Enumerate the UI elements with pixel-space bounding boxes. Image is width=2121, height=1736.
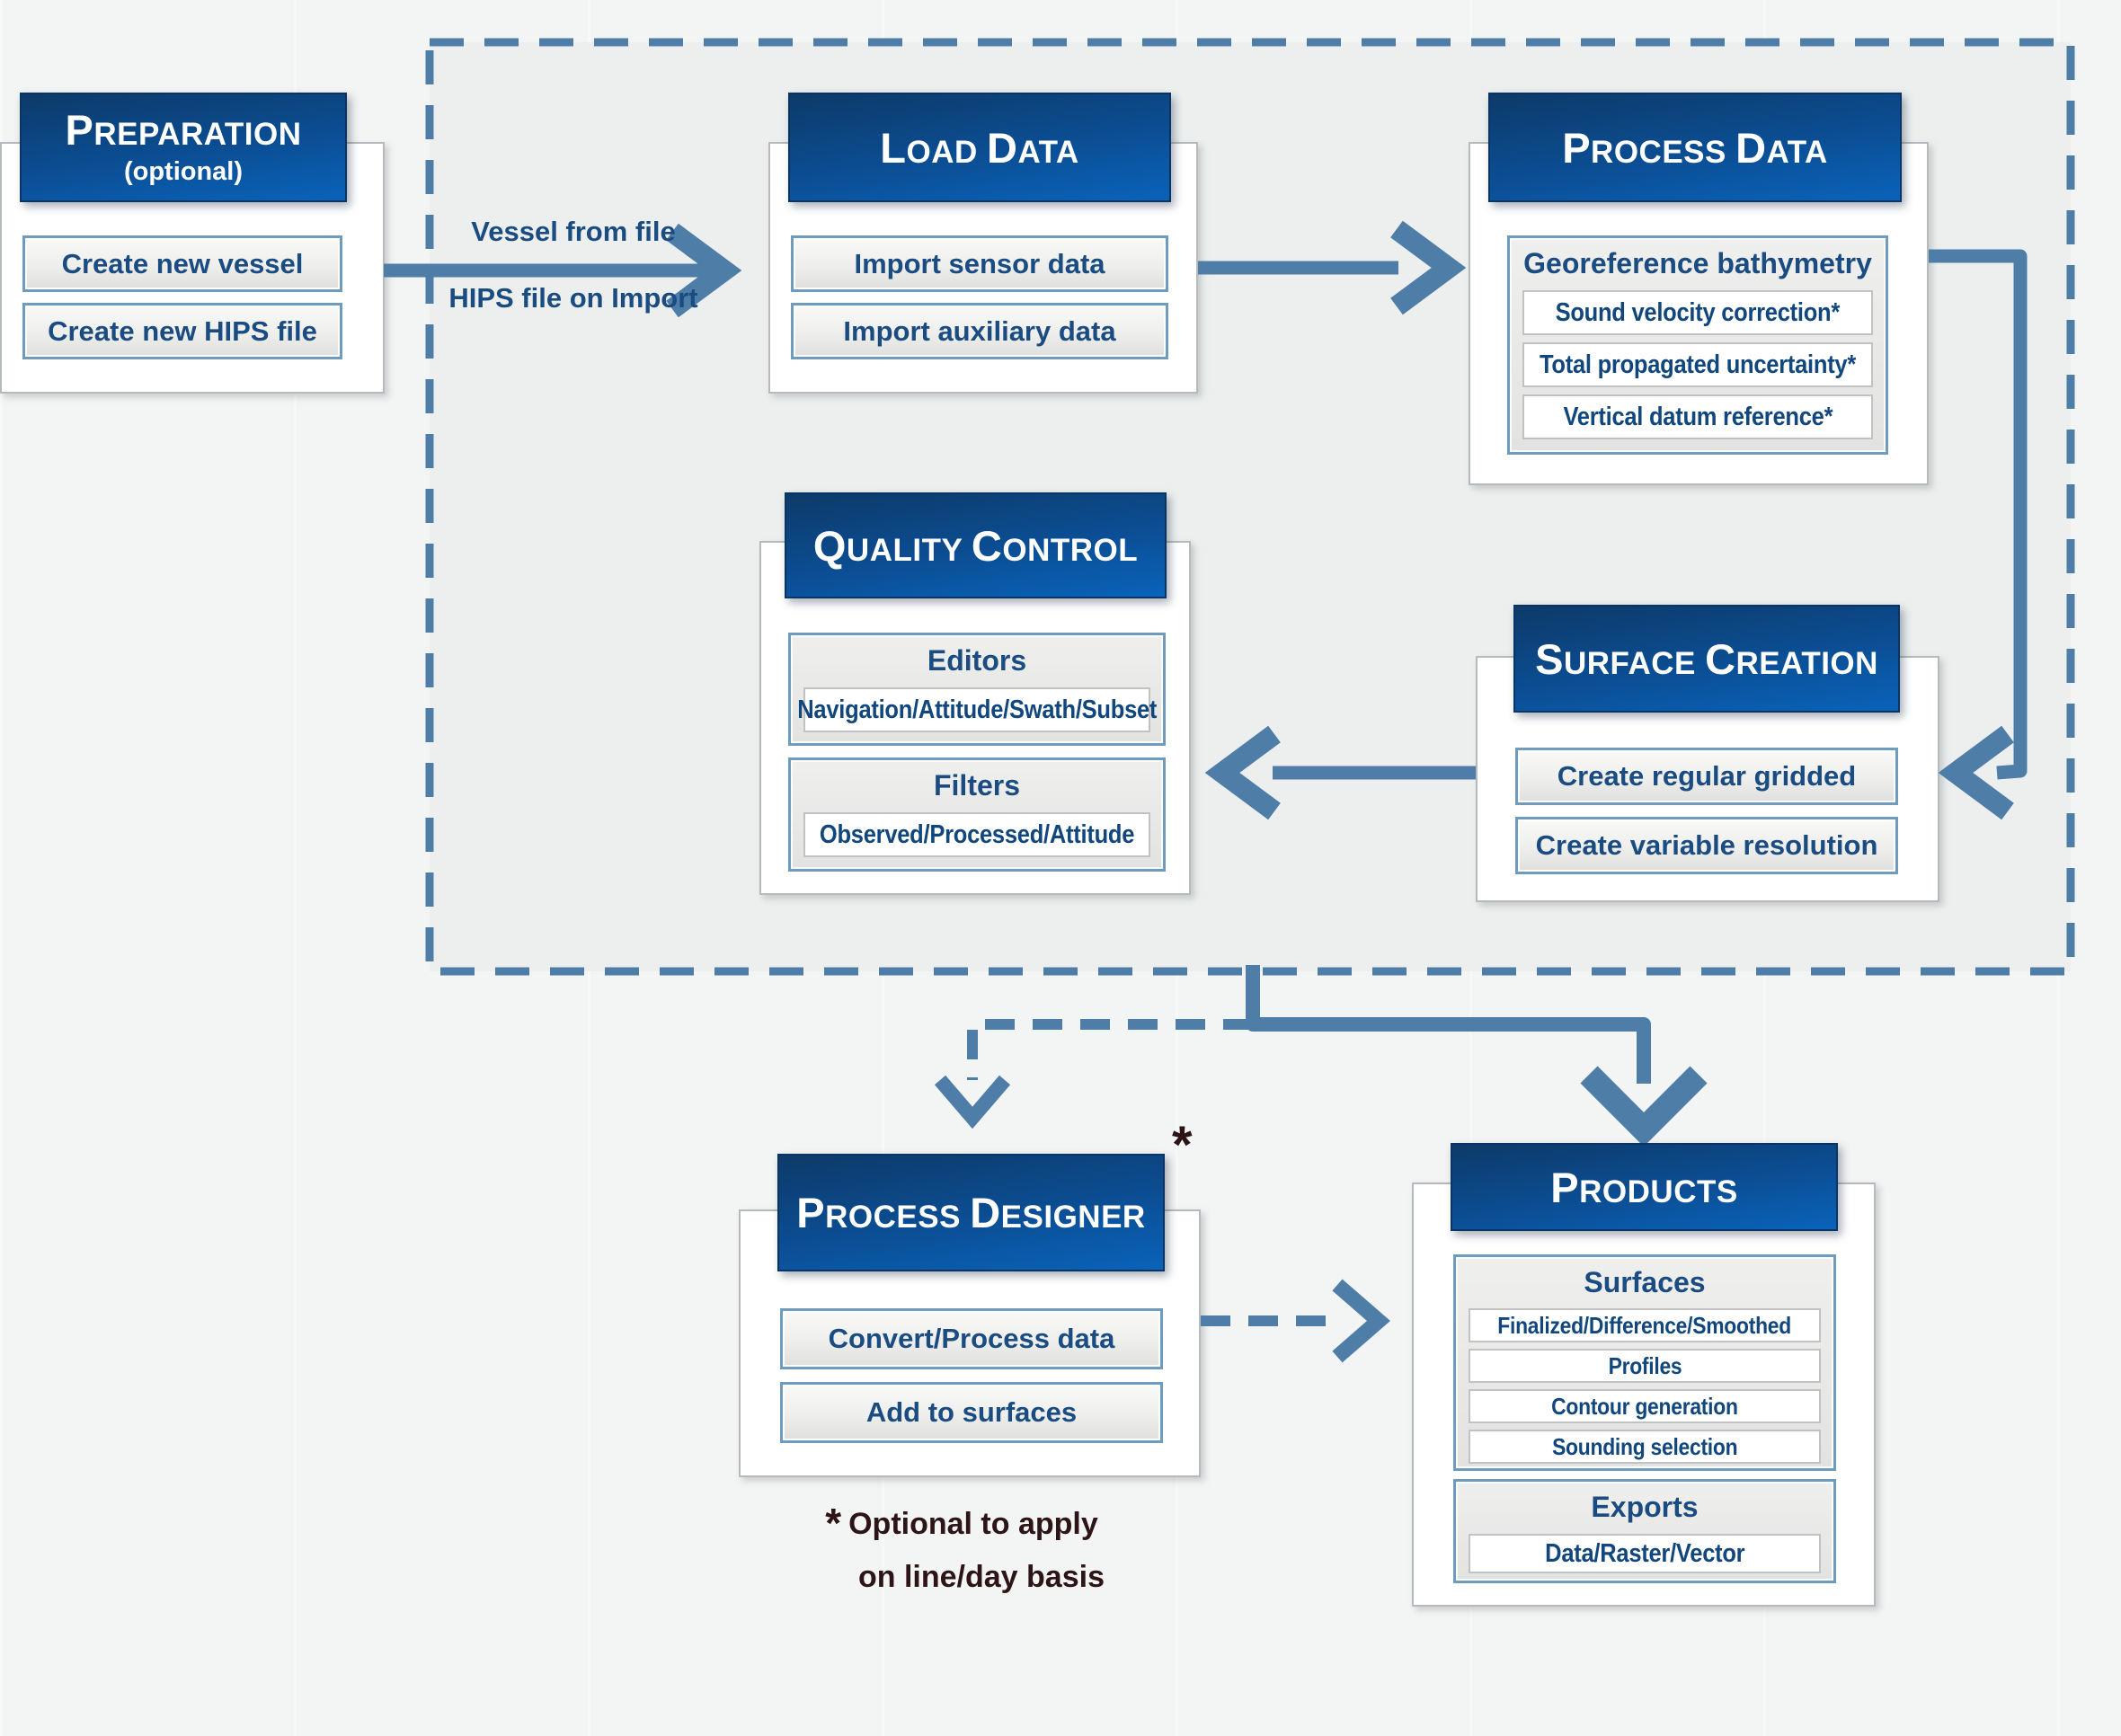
- arrow-workflow-to-process-designer: [934, 1019, 1253, 1129]
- arrow-label-hips-file-on-import: HIPS file on Import: [448, 282, 698, 314]
- footnote-asterisk: *: [825, 1500, 842, 1546]
- quality-control-header: QUALITY CONTROL: [785, 492, 1167, 598]
- process-designer-title: PROCESS DESIGNER: [796, 1189, 1146, 1236]
- surfaces-group: Surfaces Finalized/Difference/Smoothed P…: [1453, 1254, 1836, 1471]
- surfaces-label: Surfaces: [1584, 1266, 1706, 1298]
- total-propagated-uncertainty-item: Total propagated uncertainty*: [1539, 350, 1857, 379]
- sub-item-row: Sound velocity correction*: [1522, 290, 1873, 335]
- process-data-title: PROCESS DATA: [1562, 123, 1828, 172]
- optional-footnote: *Optional to apply on line/day basis: [773, 1499, 1150, 1595]
- sub-item-row: Navigation/Attitude/Swath/Subset: [797, 687, 1157, 732]
- profiles-item: Profiles: [1608, 1351, 1682, 1379]
- surface-creation-title: SURFACE CREATION: [1535, 634, 1878, 683]
- sub-item-row: Observed/Processed/Attitude: [803, 812, 1150, 857]
- filters-label: Filters: [933, 769, 1021, 802]
- sub-item-row: Vertical datum reference*: [1522, 394, 1873, 439]
- preparation-subtitle: (optional): [123, 156, 244, 186]
- data-raster-vector-item: Data/Raster/Vector: [1544, 1538, 1745, 1568]
- preparation-header: PREPARATION (optional): [20, 93, 347, 202]
- import-sensor-data-item: Import sensor data: [791, 235, 1168, 292]
- load-data-title: LOAD DATA: [880, 123, 1079, 172]
- load-data-header: LOAD DATA: [788, 93, 1171, 202]
- sub-item-row: Sounding selection: [1469, 1430, 1821, 1464]
- footnote-line1: *Optional to apply: [773, 1499, 1150, 1547]
- sound-velocity-correction-item: Sound velocity correction*: [1555, 297, 1841, 327]
- finalized-difference-smoothed-item: Finalized/Difference/Smoothed: [1497, 1311, 1792, 1339]
- create-new-vessel-item: Create new vessel: [22, 235, 342, 292]
- create-regular-gridded-item: Create regular gridded: [1515, 748, 1898, 805]
- editors-label: Editors: [927, 644, 1027, 677]
- editors-tools-item: Navigation/Attitude/Swath/Subset: [797, 695, 1157, 724]
- georeference-bathymetry-group: Georeference bathymetry Sound velocity c…: [1507, 235, 1888, 455]
- footnote-text1: Optional to apply: [848, 1507, 1098, 1541]
- contour-generation-item: Contour generation: [1551, 1392, 1738, 1420]
- process-designer-header: PROCESS DESIGNER: [777, 1154, 1165, 1271]
- filters-group: Filters Observed/Processed/Attitude: [788, 757, 1166, 872]
- sub-item-row: Contour generation: [1469, 1389, 1821, 1423]
- vertical-datum-reference-item: Vertical datum reference*: [1563, 402, 1833, 431]
- process-designer-asterisk: *: [1172, 1116, 1193, 1174]
- process-data-header: PROCESS DATA: [1488, 93, 1902, 202]
- sub-item-row: Profiles: [1469, 1349, 1821, 1383]
- products-title: PRODUCTS: [1550, 1163, 1738, 1211]
- add-to-surfaces-item: Add to surfaces: [780, 1382, 1163, 1443]
- sub-item-row: Data/Raster/Vector: [1469, 1534, 1821, 1573]
- footnote-line2: on line/day basis: [858, 1560, 1105, 1594]
- filters-tools-item: Observed/Processed/Attitude: [819, 819, 1135, 849]
- products-header: PRODUCTS: [1451, 1143, 1838, 1231]
- arrow-process-designer-to-products: [1201, 1279, 1390, 1363]
- sub-item-row: Finalized/Difference/Smoothed: [1469, 1308, 1821, 1342]
- convert-process-data-item: Convert/Process data: [780, 1308, 1163, 1369]
- sounding-selection-item: Sounding selection: [1551, 1432, 1738, 1460]
- sub-item-row: Total propagated uncertainty*: [1522, 342, 1873, 387]
- preparation-title: PREPARATION: [65, 105, 302, 154]
- arrow-label-vessel-from-file: Vessel from file: [471, 216, 676, 247]
- create-new-hips-file-item: Create new HIPS file: [22, 303, 342, 359]
- georeference-bathymetry-label: Georeference bathymetry: [1523, 247, 1872, 279]
- create-variable-resolution-item: Create variable resolution: [1515, 817, 1898, 874]
- exports-group: Exports Data/Raster/Vector: [1453, 1479, 1836, 1583]
- quality-control-title: QUALITY CONTROL: [812, 521, 1139, 570]
- import-auxiliary-data-item: Import auxiliary data: [791, 303, 1168, 359]
- exports-label: Exports: [1591, 1491, 1699, 1523]
- surface-creation-header: SURFACE CREATION: [1513, 605, 1900, 713]
- arrow-workflow-to-products: [1246, 965, 1708, 1147]
- editors-group: Editors Navigation/Attitude/Swath/Subset: [788, 633, 1166, 746]
